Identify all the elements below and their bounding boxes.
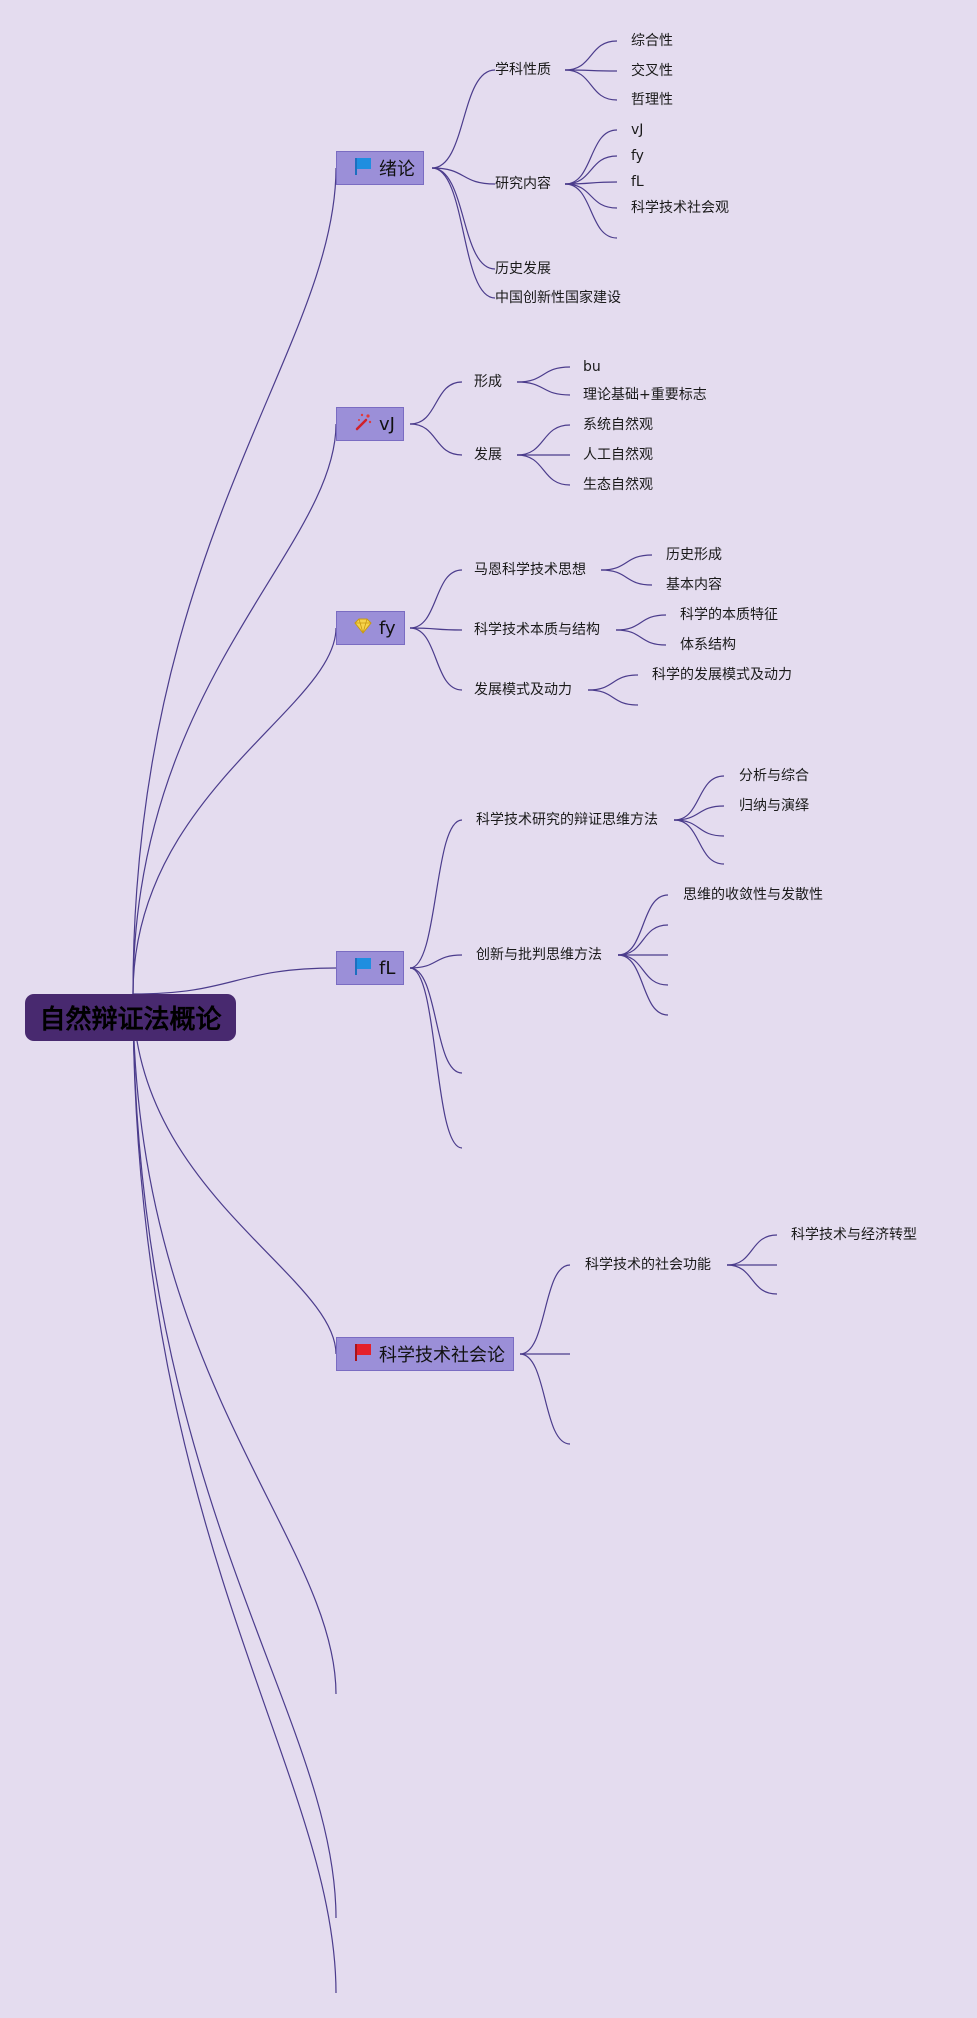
- connector-line: [600, 569, 653, 586]
- leaf-topic[interactable]: 体系结构: [680, 637, 736, 653]
- branch-topic-kxjs-shehui[interactable]: 科学技术社会论: [336, 1337, 514, 1371]
- branch-topic-fl[interactable]: fL: [336, 951, 405, 985]
- leaf-topic[interactable]: 历史形成: [666, 547, 722, 563]
- connector-line: [132, 993, 337, 1994]
- connector-line: [564, 69, 618, 101]
- leaf-topic[interactable]: fy: [631, 148, 644, 164]
- connector-line: [132, 627, 337, 995]
- blue-flag-icon: [353, 156, 373, 181]
- connector-line: [615, 614, 667, 631]
- connector-line: [673, 805, 725, 821]
- connector-line: [132, 423, 337, 995]
- connector-line: [617, 954, 669, 986]
- leaf-topic[interactable]: 科学技术与经济转型: [791, 1227, 917, 1243]
- leaf-topic[interactable]: fL: [631, 174, 644, 190]
- gem-icon: [353, 616, 373, 641]
- subtopic[interactable]: 创新与批判思维方法: [476, 947, 602, 963]
- leaf-topic[interactable]: 归纳与演绎: [739, 798, 809, 814]
- branch-topic-xulun[interactable]: 绪论: [336, 151, 424, 185]
- connector-line: [564, 129, 618, 185]
- leaf-topic[interactable]: 分析与综合: [739, 768, 809, 784]
- connector-line: [673, 819, 725, 865]
- leaf-topic[interactable]: bu: [583, 359, 601, 375]
- connector-line: [431, 69, 496, 169]
- leaf-topic[interactable]: 理论基础+重要标志: [583, 387, 707, 403]
- connector-line: [132, 167, 337, 995]
- connector-line: [673, 819, 725, 837]
- leaf-topic[interactable]: 思维的收敛性与发散性: [683, 887, 823, 903]
- connector-line: [409, 819, 463, 969]
- subtopic[interactable]: 历史发展: [495, 261, 551, 277]
- connector-line: [726, 1264, 778, 1295]
- connector-line: [132, 993, 337, 1355]
- branch-label: fy: [379, 617, 396, 639]
- connector-line: [431, 167, 496, 185]
- connector-line: [409, 967, 463, 1149]
- connector-line: [564, 40, 618, 71]
- branch-label: vJ: [379, 413, 395, 435]
- subtopic[interactable]: 发展模式及动力: [474, 682, 572, 698]
- connector-line: [132, 993, 337, 1919]
- connector-line: [132, 967, 337, 995]
- branch-topic-vj[interactable]: vJ: [336, 407, 404, 441]
- subtopic[interactable]: 发展: [474, 447, 502, 463]
- branch-topic-fy[interactable]: fy: [336, 611, 405, 645]
- subtopic[interactable]: 科学技术研究的辩证思维方法: [476, 812, 658, 828]
- leaf-topic[interactable]: 科学的本质特征: [680, 607, 778, 623]
- connector-line: [617, 954, 669, 1016]
- connector-line: [409, 954, 463, 969]
- leaf-topic[interactable]: 人工自然观: [583, 447, 653, 463]
- subtopic[interactable]: 形成: [474, 374, 502, 390]
- connector-line: [673, 775, 725, 821]
- leaf-topic[interactable]: 哲理性: [631, 92, 673, 108]
- connector-line: [409, 423, 463, 456]
- subtopic[interactable]: 中国创新性国家建设: [495, 290, 621, 306]
- leaf-topic[interactable]: vJ: [631, 122, 644, 138]
- connector-line: [409, 381, 463, 425]
- connector-line: [516, 424, 571, 456]
- connector-line: [587, 689, 639, 706]
- subtopic[interactable]: 研究内容: [495, 176, 551, 192]
- branch-label: fL: [379, 957, 396, 979]
- subtopic[interactable]: 马恩科学技术思想: [474, 562, 586, 578]
- connector-line: [617, 924, 669, 956]
- sparkle-wand-icon: [353, 412, 373, 437]
- connector-line: [726, 1234, 778, 1266]
- connector-line: [409, 967, 463, 1074]
- connector-line: [519, 1353, 571, 1445]
- connector-line: [564, 183, 618, 239]
- connector-line: [516, 381, 571, 396]
- connector-line: [409, 569, 463, 629]
- leaf-topic[interactable]: 交叉性: [631, 63, 673, 79]
- connector-line: [617, 894, 669, 956]
- connector-line: [409, 627, 463, 691]
- leaf-topic[interactable]: 科学的发展模式及动力: [652, 667, 792, 683]
- root-topic[interactable]: 自然辩证法概论: [25, 994, 236, 1041]
- connector-line: [564, 155, 618, 185]
- connector-line: [516, 366, 571, 383]
- leaf-topic[interactable]: 科学技术社会观: [631, 200, 729, 216]
- connector-line: [600, 554, 653, 571]
- connector-line: [519, 1264, 571, 1355]
- connector-line: [409, 627, 463, 631]
- leaf-topic[interactable]: 基本内容: [666, 577, 722, 593]
- connector-line: [132, 993, 337, 1695]
- subtopic[interactable]: 科学技术本质与结构: [474, 622, 600, 638]
- subtopic[interactable]: 科学技术的社会功能: [585, 1257, 711, 1273]
- red-flag-icon: [353, 1342, 373, 1367]
- branch-label: 绪论: [379, 159, 415, 180]
- connector-line: [615, 629, 667, 646]
- connector-line: [431, 167, 496, 299]
- leaf-topic[interactable]: 生态自然观: [583, 477, 653, 493]
- subtopic[interactable]: 学科性质: [495, 62, 551, 78]
- connector-line: [564, 183, 618, 209]
- blue-flag-icon: [353, 956, 373, 981]
- connector-line: [516, 454, 571, 486]
- branch-label: 科学技术社会论: [379, 1345, 505, 1366]
- connector-line: [587, 674, 639, 691]
- leaf-topic[interactable]: 系统自然观: [583, 417, 653, 433]
- leaf-topic[interactable]: 综合性: [631, 33, 673, 49]
